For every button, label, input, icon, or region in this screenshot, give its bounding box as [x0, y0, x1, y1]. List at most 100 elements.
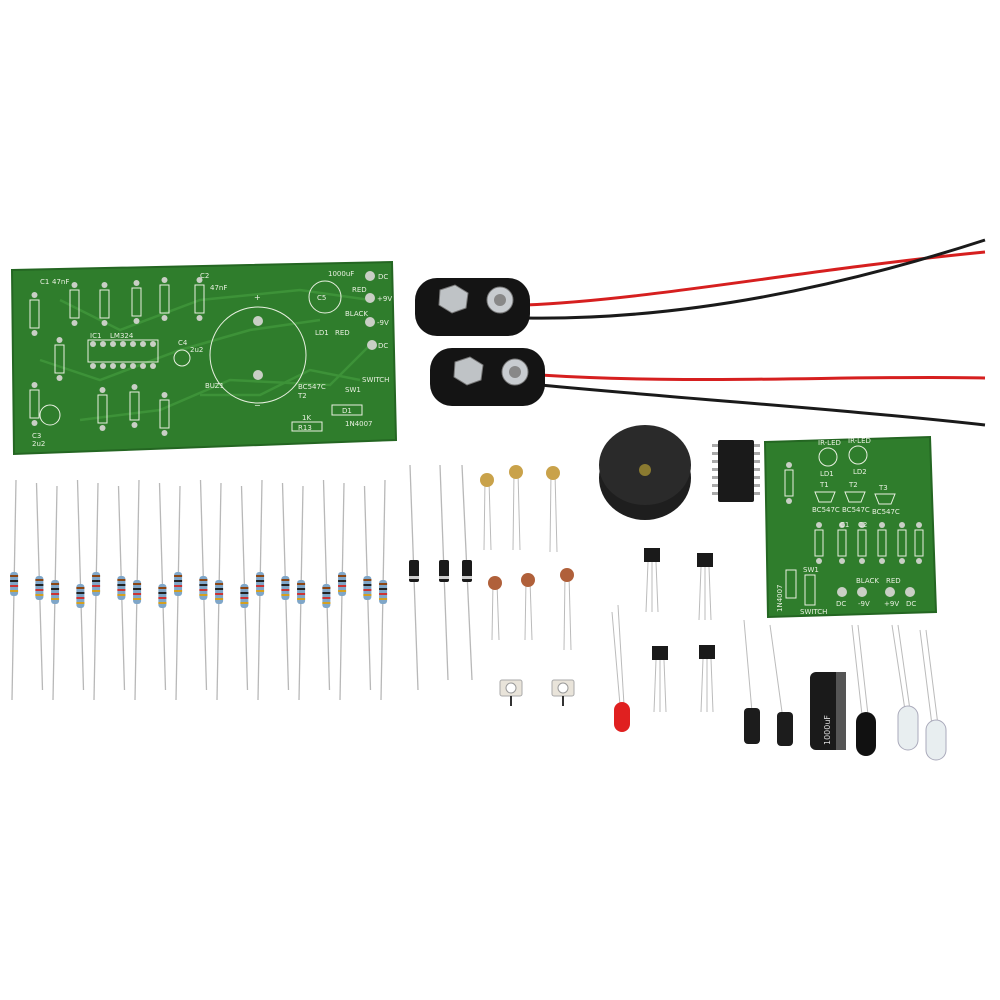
pad	[786, 498, 792, 504]
color-band	[256, 580, 265, 582]
pad	[161, 315, 168, 321]
resistor	[322, 479, 331, 691]
resistor-footprint	[29, 389, 40, 419]
color-band	[35, 579, 44, 581]
transistor-body	[644, 548, 660, 562]
pad	[71, 282, 78, 288]
label-ld1-color: RED	[335, 329, 350, 337]
pad	[71, 320, 78, 326]
pad	[879, 522, 885, 528]
label-irled2: IR-LED	[848, 437, 871, 445]
pad	[130, 363, 136, 369]
resistor-footprints	[29, 277, 205, 436]
transistor-lead	[708, 566, 712, 621]
color-band	[51, 598, 60, 600]
transistor-lead	[645, 561, 649, 613]
wire-black-2	[539, 383, 986, 427]
label-black: BLACK	[856, 577, 879, 585]
resistor	[92, 482, 101, 701]
pad	[101, 320, 108, 326]
pad	[120, 341, 126, 347]
color-band	[51, 593, 60, 595]
cap-lead	[483, 479, 486, 551]
label-ic: IC1	[90, 332, 101, 340]
label-c3-value: 2u2	[32, 440, 45, 448]
resistor	[10, 479, 19, 701]
color-band	[199, 594, 208, 596]
transistor-body	[652, 646, 668, 660]
pad	[916, 558, 922, 564]
color-band	[256, 585, 265, 587]
color-band	[76, 587, 85, 589]
resistor-footprint	[194, 284, 205, 314]
resistor-footprint	[97, 394, 108, 424]
label-c2: C2	[200, 272, 209, 280]
resistor-footprint	[54, 344, 65, 374]
plus-mark: +	[254, 293, 261, 302]
resistor-footprint	[29, 299, 40, 329]
battery-wires	[524, 238, 986, 427]
color-band	[51, 588, 60, 590]
cap-disc	[480, 473, 494, 487]
color-band	[240, 587, 249, 589]
color-band	[297, 598, 306, 600]
ic-pads	[90, 341, 156, 369]
color-band	[133, 593, 142, 595]
pad	[99, 425, 106, 431]
color-band	[92, 585, 101, 587]
color-band	[76, 592, 85, 594]
small-pcb: IR-LED IR-LED LD1 LD2 T1 T2 T3 BC547C BC…	[763, 435, 938, 619]
resistor	[297, 485, 306, 701]
color-band	[174, 585, 183, 587]
battery-clip-2	[430, 348, 545, 406]
pad	[161, 277, 168, 283]
diode	[409, 464, 419, 691]
color-band	[322, 597, 331, 599]
pad	[130, 341, 136, 347]
label-ic-part: LM324	[110, 332, 134, 340]
resistor	[379, 479, 388, 701]
pad	[816, 522, 822, 528]
transistor-lead	[710, 658, 714, 713]
ic-pin	[712, 444, 718, 447]
trimmer-knob	[505, 682, 517, 694]
pad	[150, 341, 156, 347]
pad	[31, 292, 38, 298]
color-band	[174, 575, 183, 577]
pad	[859, 558, 865, 564]
cap-footprint	[308, 280, 342, 314]
color-band	[199, 584, 208, 586]
pad	[150, 363, 156, 369]
label-sw1: SW1	[345, 386, 361, 394]
transistor	[644, 548, 660, 613]
pad	[161, 430, 168, 436]
color-band	[297, 593, 306, 595]
label-c3: C3	[32, 432, 41, 440]
diode-band	[439, 576, 449, 579]
cap-lead	[554, 472, 558, 553]
transistor-body	[699, 645, 715, 659]
buzzer-footprint	[209, 306, 307, 404]
pad	[879, 558, 885, 564]
color-band	[322, 592, 331, 594]
color-band	[117, 589, 126, 591]
wire-black-1	[524, 238, 986, 320]
color-band	[215, 583, 224, 585]
ir-leds	[851, 624, 947, 761]
pad	[899, 558, 905, 564]
color-band	[174, 590, 183, 592]
color-band	[35, 594, 44, 596]
label-r13-value: 1K	[302, 414, 311, 422]
color-band	[158, 597, 167, 599]
pad	[916, 522, 922, 528]
pad	[140, 341, 146, 347]
resistor	[281, 482, 290, 691]
label-c1: C1	[40, 278, 49, 286]
label-t2: T2	[297, 392, 307, 400]
pad	[253, 316, 263, 326]
color-band	[281, 589, 290, 591]
ic-chip	[712, 440, 760, 502]
color-band	[92, 575, 101, 577]
resistor	[117, 485, 126, 691]
resistor	[35, 482, 44, 691]
